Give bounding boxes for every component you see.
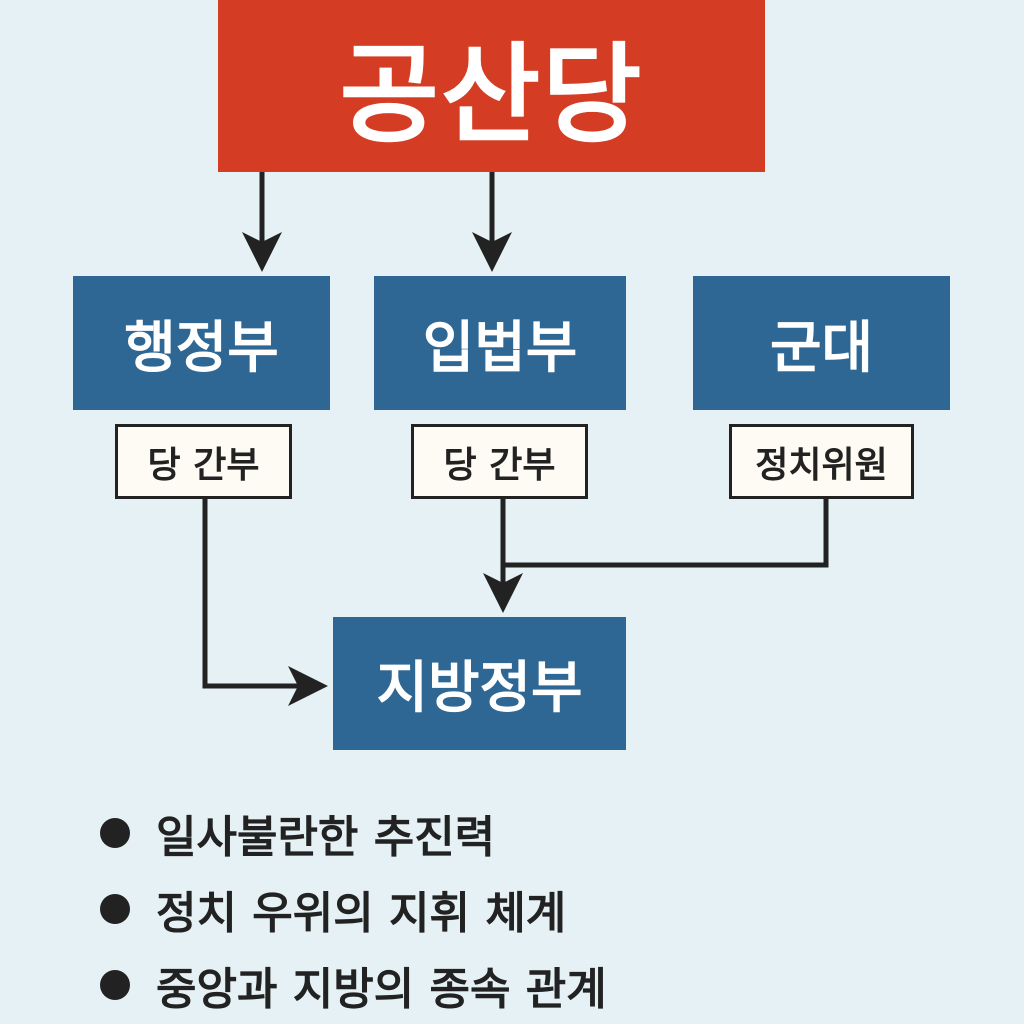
- military-box: 군대: [693, 276, 950, 410]
- bullet-text: 정치 우위의 지휘 체계: [156, 888, 567, 939]
- bullet-item: 정치 우위의 지휘 체계: [100, 871, 607, 947]
- legislative-box: 입법부: [374, 276, 626, 410]
- bullet-list: 일사불란한 추진력 정치 우위의 지휘 체계 중앙과 지방의 종속 관계: [100, 795, 607, 1023]
- bullet-dot-icon: [100, 970, 130, 1000]
- bullet-text: 일사불란한 추진력: [156, 812, 496, 863]
- military-sub-box: 정치위원: [729, 424, 914, 499]
- executive-label: 행정부: [124, 315, 279, 381]
- executive-sub-label: 당 간부: [147, 444, 260, 486]
- communist-party-label: 공산당: [339, 33, 644, 158]
- executive-box: 행정부: [73, 276, 330, 410]
- bullet-dot-icon: [100, 818, 130, 848]
- line-military-to-local: [503, 498, 829, 568]
- military-label: 군대: [769, 315, 874, 381]
- military-sub-label: 정치위원: [755, 444, 888, 486]
- local-government-box: 지방정부: [333, 617, 626, 750]
- executive-sub-box: 당 간부: [115, 424, 292, 499]
- arrow-executive-to-local: [202, 498, 328, 706]
- legislative-label: 입법부: [422, 315, 578, 381]
- bullet-text: 중앙과 지방의 종속 관계: [156, 964, 607, 1015]
- bullet-item: 일사불란한 추진력: [100, 795, 607, 871]
- legislative-sub-box: 당 간부: [411, 424, 588, 499]
- local-government-label: 지방정부: [376, 656, 583, 721]
- bullet-item: 중앙과 지방의 종속 관계: [100, 947, 607, 1023]
- bullet-dot-icon: [100, 894, 130, 924]
- communist-party-box: 공산당: [218, 0, 765, 172]
- legislative-sub-label: 당 간부: [443, 444, 556, 486]
